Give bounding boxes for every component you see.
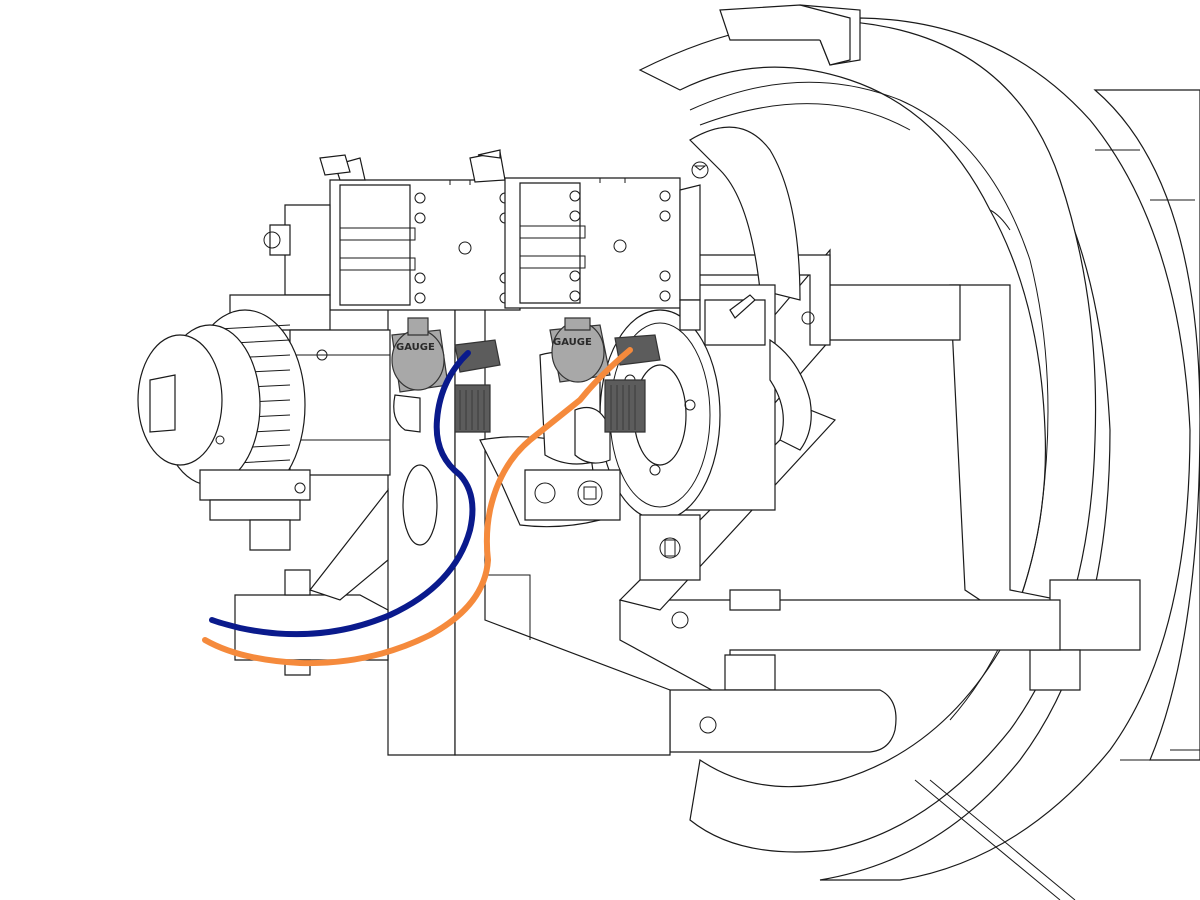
gauge-right-label: GAUGE [553,337,592,348]
pressure-gauge-icon: GAUGE [549,317,661,433]
electric-motor [137,204,391,551]
pressure-gauge-icon: GAUGE [391,317,501,433]
rotary-hub [599,126,812,581]
gauge-left-label: GAUGE [396,342,435,353]
blue-hose[interactable] [209,350,476,638]
base-mount [234,488,389,676]
orange-hose[interactable] [202,347,633,667]
valve-manifold [319,149,701,331]
